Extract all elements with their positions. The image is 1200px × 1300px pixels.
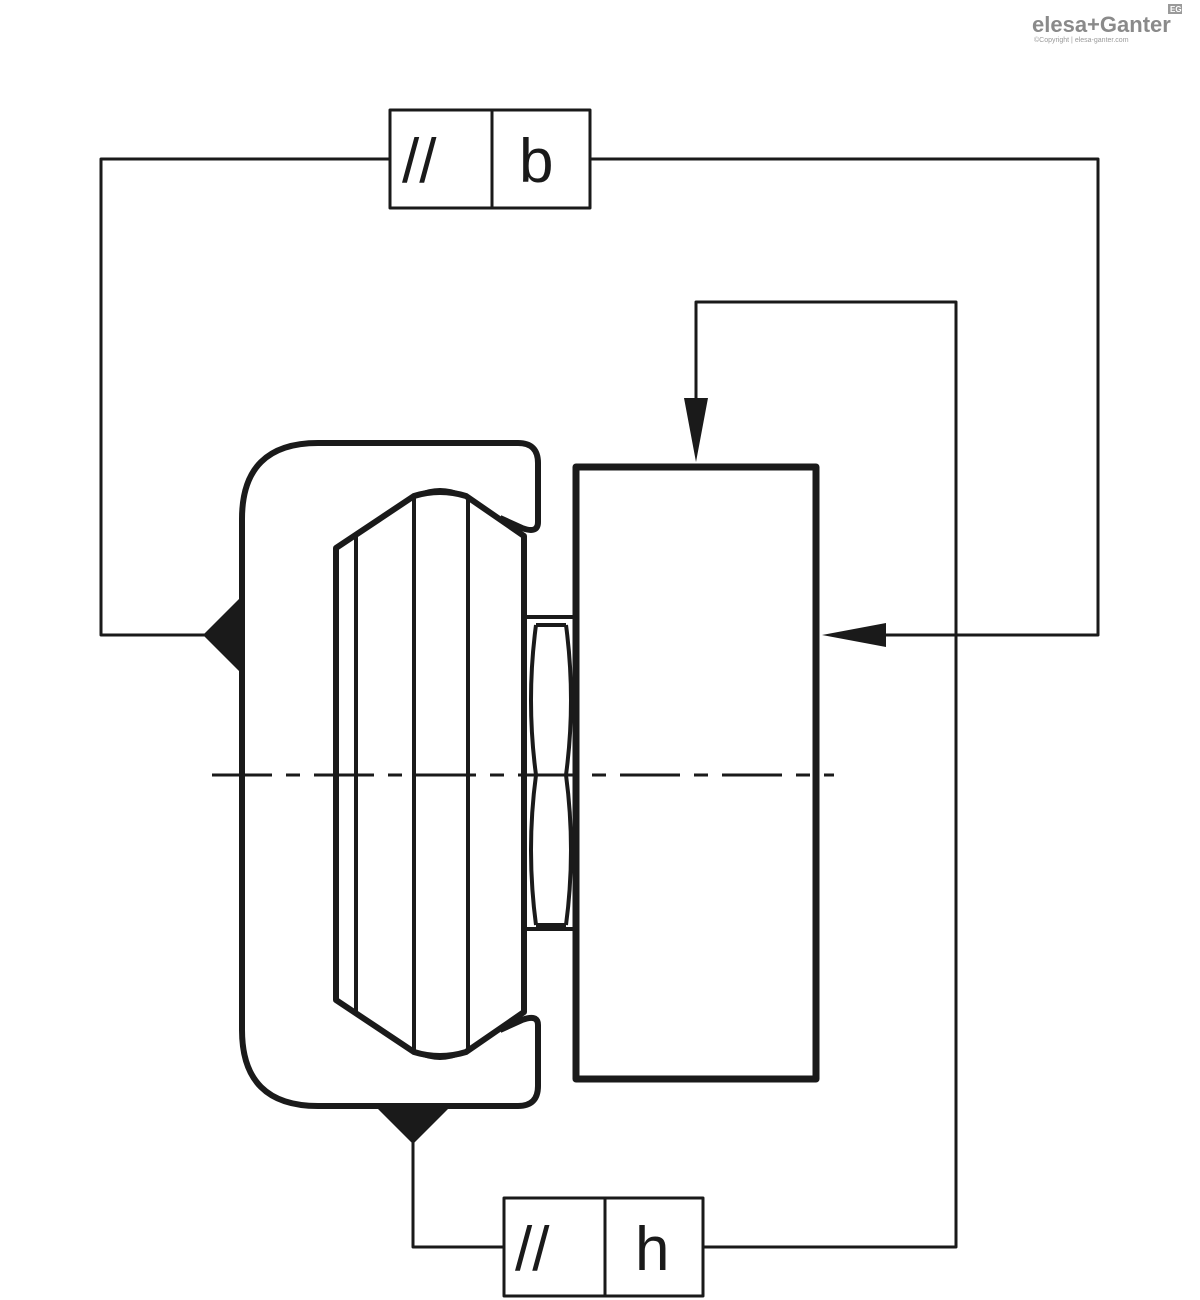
top-frame-right-leader <box>590 157 1100 637</box>
datum-label-h: h <box>635 1215 669 1284</box>
leader-lines <box>99 157 1100 1249</box>
parallelism-symbol-bottom: // <box>515 1215 550 1284</box>
ball-joint <box>526 615 574 931</box>
elesa-ganter-logo: elesa+Ganter EG ©Copyright | elesa-gante… <box>1032 4 1182 44</box>
parallelism-symbol-top: // <box>402 127 437 196</box>
clamp-body-top-lip <box>498 515 541 533</box>
clamp-body <box>239 440 541 1109</box>
logo-badge-box <box>1168 4 1182 14</box>
datum-triangle-bottom-icon <box>376 1107 450 1144</box>
disc-bottom-cap <box>417 1053 463 1060</box>
arrow-down-icon <box>684 398 708 462</box>
top-frame-left-leader <box>99 157 390 637</box>
disc-top-cap <box>417 488 463 495</box>
datum-label-b: b <box>519 127 553 196</box>
logo-badge-text: EG <box>1170 5 1182 14</box>
datum-triangle-left-icon <box>203 598 240 672</box>
workpiece-block <box>572 463 820 1083</box>
tolerance-frame-top <box>388 108 592 210</box>
frame-top-box <box>388 108 592 210</box>
tolerance-frame-bottom <box>502 1196 705 1298</box>
logo-brand-text: elesa+Ganter <box>1032 12 1171 37</box>
arrow-left-icon <box>822 623 886 647</box>
bottom-frame-left-leader <box>411 1142 504 1249</box>
bottom-frame-right-leader <box>694 300 958 1249</box>
logo-copyright-text: ©Copyright | elesa-ganter.com <box>1034 36 1129 44</box>
